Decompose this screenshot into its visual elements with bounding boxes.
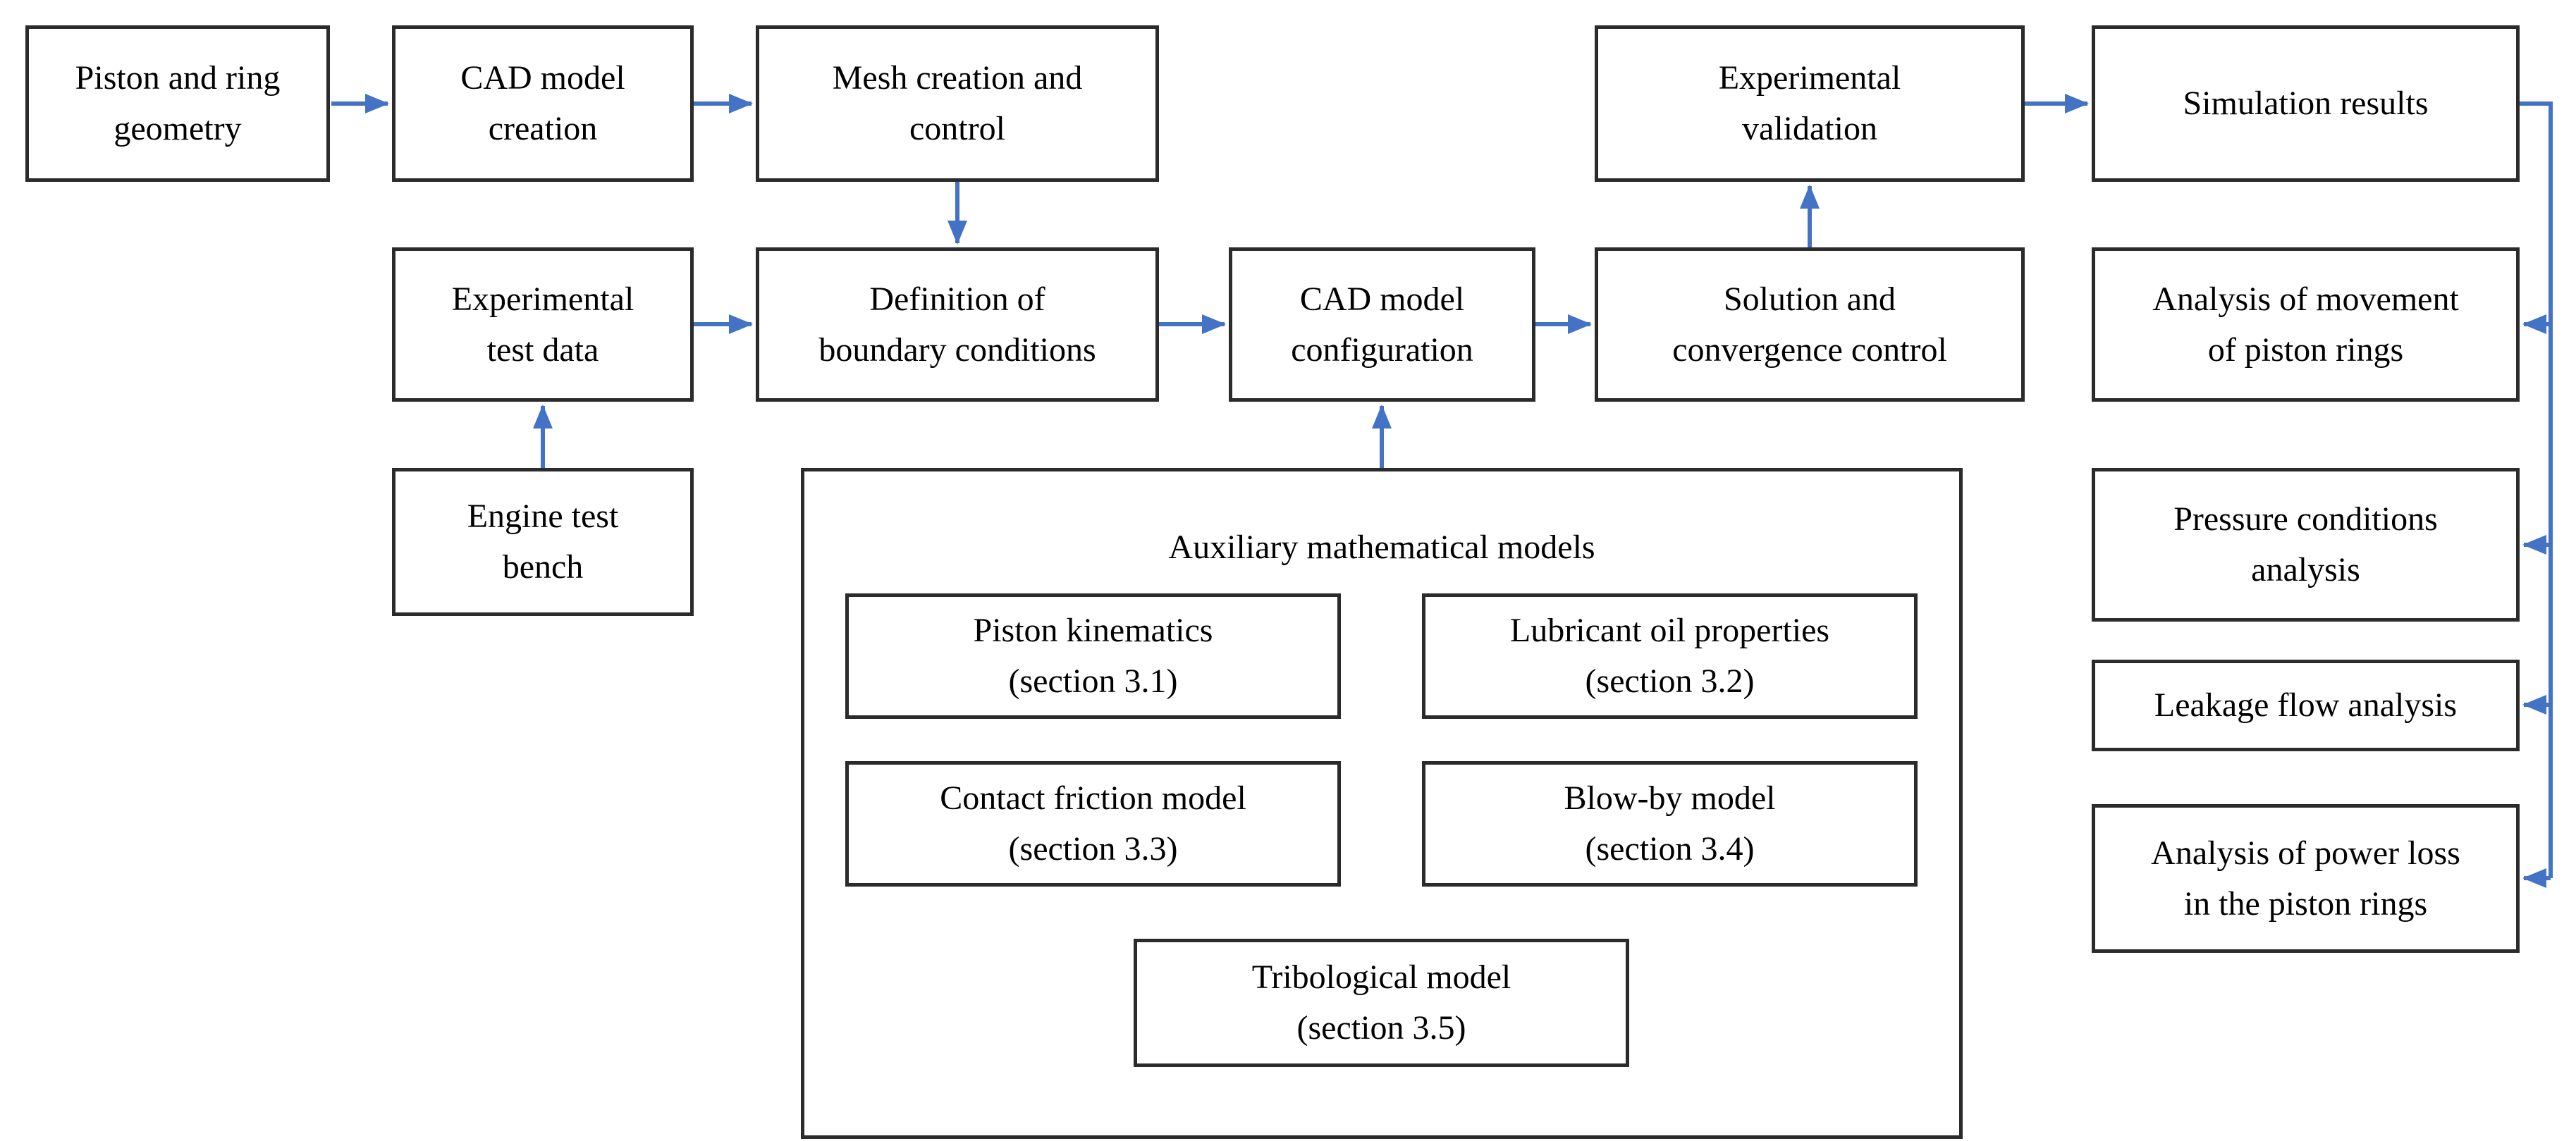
node-experimental-test-data: Experimental test data — [392, 247, 694, 402]
node-cad-model-configuration: CAD model configuration — [1229, 247, 1535, 402]
node-cad-model-creation: CAD model creation — [392, 25, 694, 182]
node-engine-test-bench: Engine test bench — [392, 468, 694, 616]
node-contact-friction-model: Contact friction model (section 3.3) — [845, 761, 1341, 887]
node-simulation-results: Simulation results — [2092, 25, 2520, 182]
node-mesh-creation-and-control: Mesh creation and control — [756, 25, 1159, 182]
node-solution-and-convergence-control: Solution and convergence control — [1595, 247, 2025, 402]
container-title-auxiliary-mathematical-models: Auxiliary mathematical models — [1168, 529, 1595, 566]
node-blow-by-model: Blow-by model (section 3.4) — [1422, 761, 1918, 887]
node-leakage-flow-analysis: Leakage flow analysis — [2092, 660, 2520, 751]
connector-simulation-results-trunk — [2520, 101, 2553, 878]
node-tribological-model: Tribological model (section 3.5) — [1134, 939, 1629, 1067]
node-piston-kinematics: Piston kinematics (section 3.1) — [845, 593, 1341, 719]
node-lubricant-oil-properties: Lubricant oil properties (section 3.2) — [1422, 593, 1918, 719]
node-pressure-conditions-analysis: Pressure conditions analysis — [2092, 468, 2520, 622]
node-piston-and-ring-geometry: Piston and ring geometry — [25, 25, 330, 182]
node-analysis-of-power-loss-in-piston-rings: Analysis of power loss in the piston rin… — [2092, 804, 2520, 953]
node-definition-of-boundary-conditions: Definition of boundary conditions — [756, 247, 1159, 402]
node-experimental-validation: Experimental validation — [1595, 25, 2025, 182]
node-analysis-of-movement-of-piston-rings: Analysis of movement of piston rings — [2092, 247, 2520, 402]
